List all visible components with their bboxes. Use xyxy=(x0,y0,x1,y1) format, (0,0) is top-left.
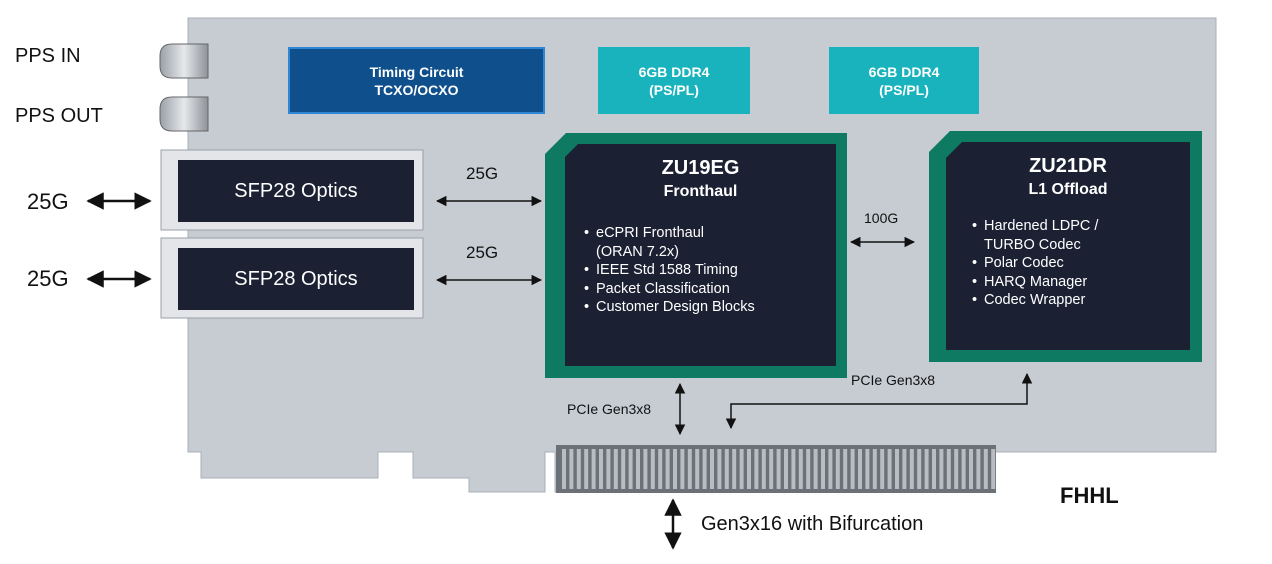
feature-item: Customer Design Blocks xyxy=(584,298,755,317)
link-100g-label: 100G xyxy=(864,210,899,226)
link-25g-label-2: 25G xyxy=(466,243,499,262)
ddr-1-line1: 6GB DDR4 xyxy=(638,63,710,80)
ext-25g-label-1: 25G xyxy=(27,189,69,214)
feature-item: Packet Classification xyxy=(584,280,755,299)
pcie-right-arrow xyxy=(725,372,1033,430)
feature-item: Hardened LDPC / xyxy=(972,217,1098,236)
chip-zu19eg-subtitle: Fronthaul xyxy=(663,183,738,200)
chip-zu21dr-title: ZU21DR xyxy=(1029,155,1107,177)
chip-zu21dr-features: Hardened LDPC / TURBO Codec Polar Codec … xyxy=(972,217,1098,310)
pps-in-connector xyxy=(159,43,209,79)
ext-25g-label-2: 25G xyxy=(27,266,69,291)
feature-item-cont: TURBO Codec xyxy=(984,236,1081,253)
edge-connector-label: Gen3x16 with Bifurcation xyxy=(701,513,924,535)
timing-circuit: Timing Circuit TCXO/OCXO xyxy=(289,48,544,113)
feature-item-cont: (ORAN 7.2x) xyxy=(596,243,679,260)
sfp-label-1: SFP28 Optics xyxy=(234,179,358,202)
pcie-right-label: PCIe Gen3x8 xyxy=(851,372,936,388)
link-25g-label-1: 25G xyxy=(466,164,499,183)
pcie-left-label: PCIe Gen3x8 xyxy=(567,401,652,417)
chip-zu19eg-features: eCPRI Fronthaul (ORAN 7.2x) IEEE Std 158… xyxy=(584,224,755,317)
form-factor-label: FHHL xyxy=(1060,483,1119,508)
feature-item: Polar Codec xyxy=(972,254,1098,273)
chip-zu19eg-title: ZU19EG xyxy=(661,157,740,179)
timing-circuit-block xyxy=(288,47,545,114)
ddr-1-line2: (PS/PL) xyxy=(649,81,699,98)
sfp-label-2: SFP28 Optics xyxy=(234,267,358,290)
ddr-block-2 xyxy=(829,47,979,114)
timing-line1: Timing Circuit xyxy=(369,63,464,80)
chip-zu21dr: ZU21DR L1 Offload Hardened LDPC / TURBO … xyxy=(946,142,1190,350)
feature-item: eCPRI Fronthaul xyxy=(584,224,755,243)
feature-item: IEEE Std 1588 Timing xyxy=(584,261,755,280)
pps-in-label: PPS IN xyxy=(15,45,81,67)
timing-line2: TCXO/OCXO xyxy=(374,81,459,98)
ddr-2: 6GB DDR4 (PS/PL) xyxy=(829,47,979,114)
chip-zu19eg: ZU19EG Fronthaul eCPRI Fronthaul (ORAN 7… xyxy=(565,144,836,366)
chip-zu21dr-subtitle: L1 Offload xyxy=(1028,181,1108,198)
pps-out-connector xyxy=(159,96,209,132)
ddr-2-line1: 6GB DDR4 xyxy=(868,63,940,80)
ddr-block-1 xyxy=(598,47,750,114)
feature-item: HARQ Manager xyxy=(972,273,1098,292)
pps-out-label: PPS OUT xyxy=(15,105,103,127)
feature-item: Codec Wrapper xyxy=(972,291,1098,310)
ddr-1: 6GB DDR4 (PS/PL) xyxy=(598,47,750,114)
ddr-2-line2: (PS/PL) xyxy=(879,81,929,98)
